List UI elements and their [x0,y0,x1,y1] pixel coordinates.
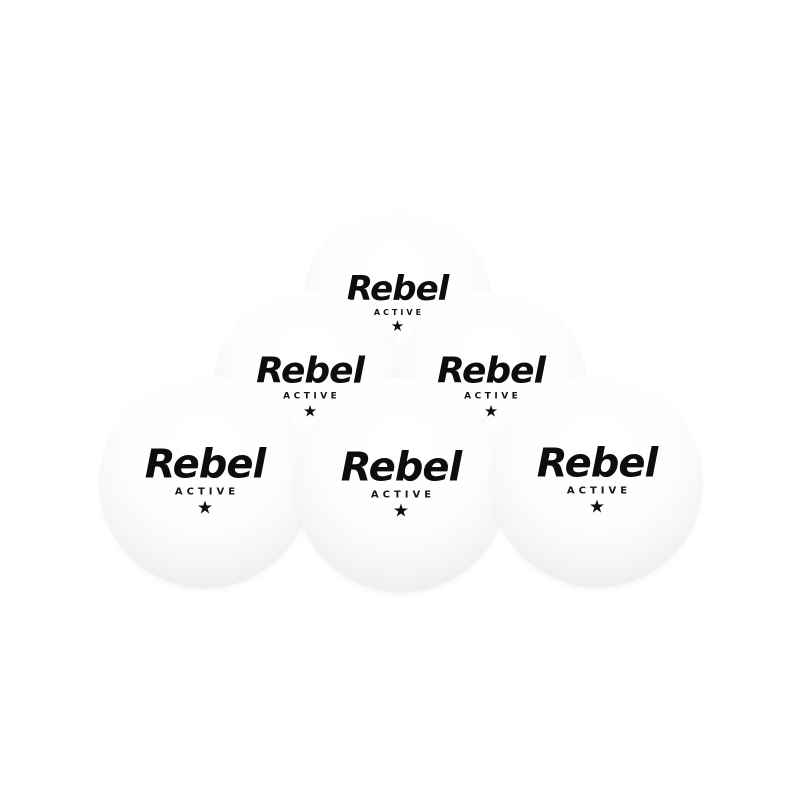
ball-front-center: Rebel ACTIVE ★ [294,378,508,592]
brand-wordmark: Rebel [340,444,462,491]
product-line-label: ACTIVE [283,391,341,402]
brand-wordmark: Rebel [256,350,365,392]
star-icon: ★ [588,496,606,518]
product-line-label: ACTIVE [370,489,436,501]
star-icon: ★ [196,497,214,519]
ball-front-left: Rebel ACTIVE ★ [99,376,311,588]
brand-wordmark: Rebel [144,441,266,488]
product-line-label: ACTIVE [373,307,425,317]
star-icon: ★ [392,500,410,522]
ball-front-right: Rebel ACTIVE ★ [491,375,703,587]
ball-logo: Rebel ACTIVE ★ [144,441,266,519]
ball-logo: Rebel ACTIVE ★ [437,350,546,421]
ball-logo: Rebel ACTIVE ★ [536,440,658,518]
product-line-label: ACTIVE [464,391,522,402]
ball-logo: Rebel ACTIVE ★ [340,444,462,522]
star-icon: ★ [390,316,405,335]
star-icon: ★ [483,401,499,421]
star-icon: ★ [302,401,318,421]
product-line-label: ACTIVE [174,486,240,498]
ball-logo: Rebel ACTIVE ★ [346,268,450,335]
product-line-label: ACTIVE [566,485,632,497]
ball-logo: Rebel ACTIVE ★ [256,350,365,421]
brand-wordmark: Rebel [536,440,658,487]
brand-wordmark: Rebel [346,268,450,309]
brand-wordmark: Rebel [437,350,546,392]
